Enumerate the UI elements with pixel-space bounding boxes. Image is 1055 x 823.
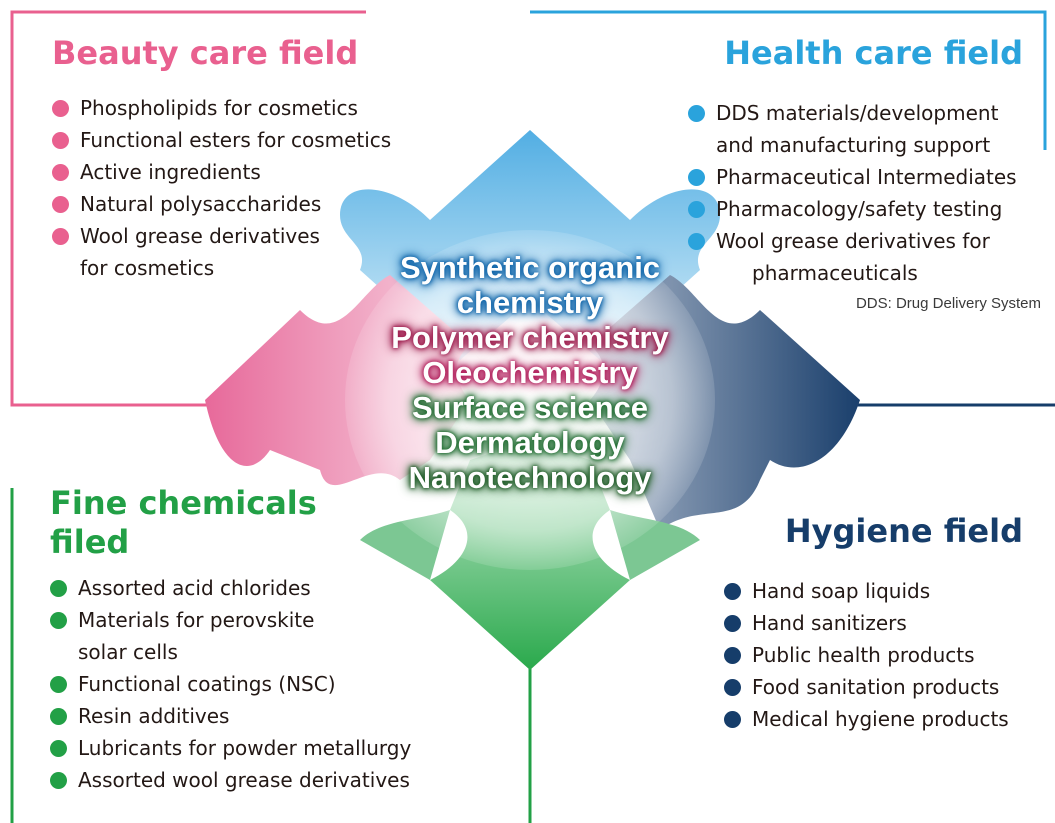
fine-item-text: Resin additives	[78, 704, 230, 728]
hygiene-item-text: Medical hygiene products	[752, 707, 1009, 731]
health-item-text: Pharmacology/safety testing	[716, 197, 1003, 221]
hygiene-item-text: Hand sanitizers	[752, 611, 907, 635]
health-item: DDS materials/development and manufacturi…	[688, 97, 1017, 161]
core-technology: Polymer chemistry	[355, 320, 705, 355]
fine-item-continuation: solar cells	[78, 640, 178, 664]
beauty-item: Natural polysaccharides	[52, 188, 391, 220]
health-item: Pharmaceutical Intermediates	[688, 161, 1017, 193]
hygiene-item-text: Food sanitation products	[752, 675, 1000, 699]
fine-item: Resin additives	[50, 700, 411, 732]
bullet-dot-icon	[688, 201, 705, 218]
bullet-dot-icon	[52, 228, 69, 245]
bullet-dot-icon	[50, 612, 67, 629]
health-item-text: Pharmaceutical Intermediates	[716, 165, 1017, 189]
hygiene-item-text: Hand soap liquids	[752, 579, 931, 603]
fine-item-text: Assorted acid chlorides	[78, 576, 311, 600]
core-technology-line1: Polymer chemistry	[391, 320, 669, 355]
hygiene-title: Hygiene field	[784, 512, 1023, 550]
core-technology-line1: Synthetic organic	[399, 250, 661, 285]
hygiene-item: Hand sanitizers	[724, 607, 1009, 639]
hygiene-item: Hand soap liquids	[724, 575, 1009, 607]
bullet-dot-icon	[50, 772, 67, 789]
fine-item: Assorted wool grease derivatives	[50, 764, 411, 796]
health-item: Pharmacology/safety testing	[688, 193, 1017, 225]
core-technology: Dermatology	[355, 425, 705, 460]
health-item-text: Wool grease derivatives for	[716, 229, 990, 253]
bullet-dot-icon	[688, 169, 705, 186]
core-glow	[345, 230, 715, 570]
beauty-item: Functional esters for cosmetics	[52, 124, 391, 156]
beauty-item-text: Natural polysaccharides	[80, 192, 322, 216]
health-list: DDS materials/development and manufacturi…	[688, 97, 1017, 289]
bullet-dot-icon	[724, 615, 741, 632]
hygiene-item: Food sanitation products	[724, 671, 1009, 703]
core-technology: Surface science	[355, 390, 705, 425]
core-technology-line1: Surface science	[411, 390, 649, 425]
core-technology: Oleochemistry	[355, 355, 705, 390]
bullet-dot-icon	[50, 708, 67, 725]
fine-title-line2: filed	[50, 523, 130, 561]
hygiene-item: Public health products	[724, 639, 1009, 671]
beauty-item-text: Phospholipids for cosmetics	[80, 96, 358, 120]
bullet-dot-icon	[52, 196, 69, 213]
health-item-text: DDS materials/development	[716, 101, 999, 125]
health-item-continuation: pharmaceuticals	[752, 261, 918, 285]
core-technology-line1: Nanotechnology	[408, 460, 652, 495]
bullet-dot-icon	[724, 583, 741, 600]
bullet-dot-icon	[688, 233, 705, 250]
health-title: Health care field	[724, 34, 1023, 72]
fine-item-text: Functional coatings (NSC)	[78, 672, 336, 696]
bullet-dot-icon	[50, 676, 67, 693]
beauty-item: Active ingredients	[52, 156, 391, 188]
bullet-dot-icon	[724, 679, 741, 696]
fine-item: Lubricants for powder metallurgy	[50, 732, 411, 764]
hygiene-item-text: Public health products	[752, 643, 975, 667]
hygiene-item: Medical hygiene products	[724, 703, 1009, 735]
beauty-item: Wool grease derivatives for cosmetics	[52, 220, 391, 284]
bullet-dot-icon	[52, 164, 69, 181]
core-technology-line2: chemistry	[456, 285, 604, 320]
fine-title-line1: Fine chemicals	[50, 484, 317, 522]
beauty-item: Phospholipids for cosmetics	[52, 92, 391, 124]
dds-note: DDS: Drug Delivery System	[855, 295, 1041, 312]
beauty-item-text: Wool grease derivatives	[80, 224, 320, 248]
health-item: Wool grease derivatives for pharmaceutica…	[688, 225, 1017, 289]
beauty-item-text: Active ingredients	[80, 160, 261, 184]
core-technology-line1: Dermatology	[435, 425, 625, 460]
bullet-dot-icon	[52, 132, 69, 149]
fine-item: Assorted acid chlorides	[50, 572, 411, 604]
fine-item: Functional coatings (NSC)	[50, 668, 411, 700]
core-technology-line1: Oleochemistry	[422, 355, 638, 390]
beauty-title: Beauty care field	[52, 34, 359, 72]
bullet-dot-icon	[688, 105, 705, 122]
beauty-item-text: Functional esters for cosmetics	[80, 128, 392, 152]
beauty-item-continuation: for cosmetics	[80, 256, 215, 280]
core-technology: Nanotechnology	[355, 460, 705, 495]
fine-item: Materials for perovskite solar cells	[50, 604, 411, 668]
bullet-dot-icon	[724, 647, 741, 664]
bullet-dot-icon	[50, 580, 67, 597]
fine-item-text: Lubricants for powder metallurgy	[78, 736, 412, 760]
bullet-dot-icon	[724, 711, 741, 728]
bullet-dot-icon	[52, 100, 69, 117]
health-item-continuation: and manufacturing support	[716, 133, 991, 157]
fine-item-text: Assorted wool grease derivatives	[78, 768, 410, 792]
fine-item-text: Materials for perovskite	[78, 608, 315, 632]
bullet-dot-icon	[50, 740, 67, 757]
